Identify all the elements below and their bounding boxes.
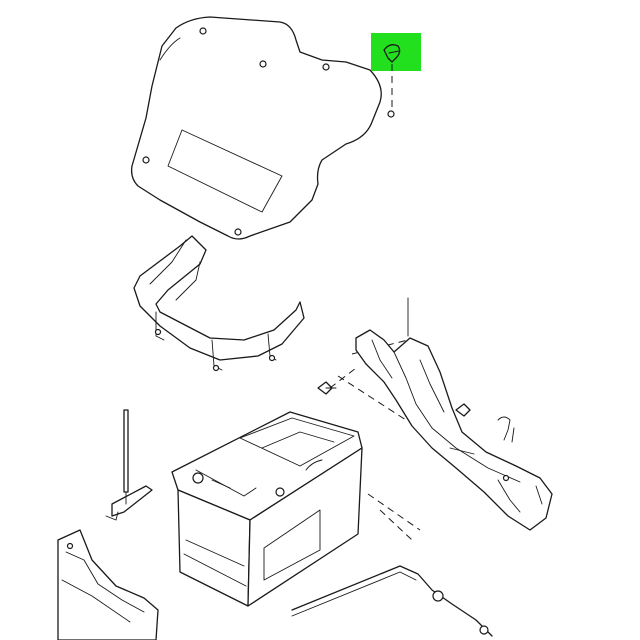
negative-ground-cable[interactable] bbox=[291, 565, 493, 637]
battery-support-bracket[interactable] bbox=[355, 297, 553, 531]
battery[interactable] bbox=[171, 411, 363, 607]
retaining-bolt[interactable] bbox=[317, 381, 471, 417]
battery-tray-side-panel[interactable] bbox=[57, 529, 159, 640]
battery-cover-tray[interactable] bbox=[130, 16, 382, 240]
battery-hold-down-bracket[interactable] bbox=[133, 235, 305, 372]
highlighted-fastener-clip[interactable] bbox=[371, 33, 421, 118]
positive-battery-cable[interactable] bbox=[105, 409, 153, 521]
